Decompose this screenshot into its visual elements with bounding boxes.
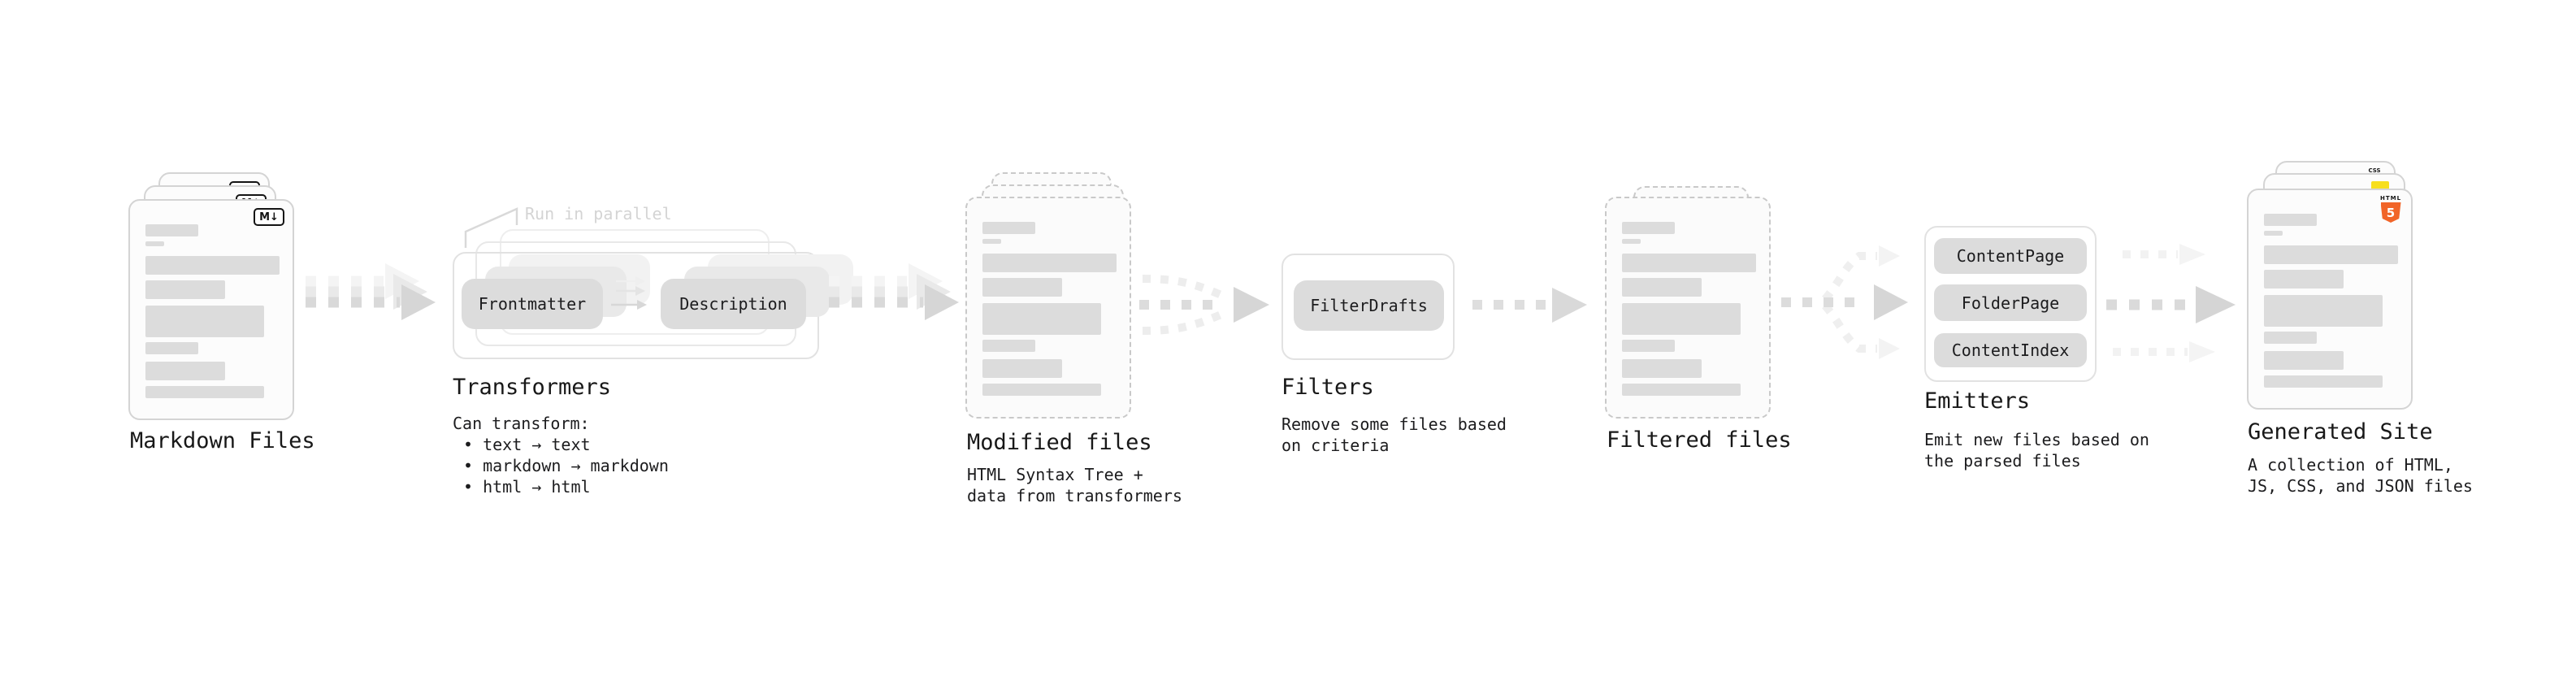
flow-arrow-modified-to-filters <box>1139 275 1269 335</box>
document-placeholder-lines <box>2264 214 2398 388</box>
bullet-item: • markdown → markdown <box>463 456 669 475</box>
doc-placeholder-bar <box>145 362 225 380</box>
css-icon-label: CSS <box>2368 167 2381 174</box>
run-in-parallel-annotation: Run in parallel <box>525 204 672 223</box>
doc-placeholder-bar <box>2264 375 2383 388</box>
flow-arrow-filters-to-filtered <box>1472 288 1587 323</box>
markdown-file-card-front: M↓ <box>128 199 294 420</box>
bullet-item: • html → html <box>463 477 591 497</box>
markdown-files-label: Markdown Files <box>130 428 315 453</box>
doc-placeholder-bar <box>1622 278 1702 297</box>
doc-placeholder-bar <box>2264 214 2317 226</box>
contentpage-pill: ContentPage <box>1934 238 2087 274</box>
html-file-card-front: HTML 5 <box>2247 189 2413 410</box>
doc-placeholder-bar <box>1622 359 1702 378</box>
folderpage-pill: FolderPage <box>1934 284 2087 321</box>
doc-placeholder-bar <box>982 384 1101 396</box>
doc-placeholder-bar <box>145 306 264 337</box>
doc-placeholder-bar <box>1622 384 1741 396</box>
document-placeholder-lines <box>1622 222 1756 396</box>
doc-placeholder-bar <box>1622 222 1675 234</box>
doc-placeholder-bar <box>2264 245 2398 264</box>
emitters-caption: Emit new files based on the parsed files <box>1924 430 2149 471</box>
description-pill: Description <box>661 279 806 329</box>
doc-placeholder-bar <box>2264 351 2344 370</box>
doc-placeholder-bar <box>982 239 1001 244</box>
document-placeholder-lines <box>982 222 1117 396</box>
filterdrafts-pill: FilterDrafts <box>1294 280 1444 331</box>
flow-arrows-emitters-to-generated <box>2106 244 2236 362</box>
doc-placeholder-bar <box>145 256 280 275</box>
doc-placeholder-bar <box>2264 332 2317 344</box>
document-placeholder-lines <box>145 224 280 398</box>
doc-placeholder-bar <box>145 241 164 246</box>
doc-placeholder-bar <box>2264 295 2383 327</box>
transformers-bullet-list: • text → text • markdown → markdown • ht… <box>463 434 669 497</box>
doc-placeholder-bar <box>145 386 264 398</box>
annotation-leader-line <box>464 207 518 248</box>
doc-placeholder-bar <box>982 340 1035 352</box>
emitters-label: Emitters <box>1924 388 2031 414</box>
filters-container <box>1281 254 1455 360</box>
modified-files-caption: HTML Syntax Tree + data from transformer… <box>967 465 1182 505</box>
transformers-caption: Can transform: <box>453 414 590 433</box>
doc-placeholder-bar <box>2264 231 2283 236</box>
doc-placeholder-bar <box>145 224 198 236</box>
doc-placeholder-bar <box>2264 270 2344 288</box>
doc-placeholder-bar <box>1622 303 1741 335</box>
html5-icon: HTML 5 <box>2379 195 2402 223</box>
frontmatter-pill: Frontmatter <box>462 279 603 329</box>
doc-placeholder-bar <box>145 280 225 299</box>
html5-icon-shield: 5 <box>2380 202 2401 223</box>
bullet-item: • text → text <box>463 435 591 454</box>
filtered-files-label: Filtered files <box>1607 427 1792 453</box>
contentindex-pill: ContentIndex <box>1934 333 2087 367</box>
transformers-label: Transformers <box>453 375 612 400</box>
doc-placeholder-bar <box>982 278 1062 297</box>
generated-site-caption: A collection of HTML, JS, CSS, and JSON … <box>2248 455 2473 496</box>
modified-file-card-front <box>965 197 1131 419</box>
html5-icon-label: HTML <box>2379 195 2402 202</box>
doc-placeholder-bar <box>982 359 1062 378</box>
doc-placeholder-bar <box>145 342 198 354</box>
flow-arrow-markdown-to-transformers <box>306 263 436 320</box>
doc-placeholder-bar <box>982 303 1101 335</box>
generated-site-label: Generated Site <box>2248 419 2433 445</box>
doc-placeholder-bar <box>1622 239 1641 244</box>
modified-files-label: Modified files <box>967 430 1152 455</box>
doc-placeholder-bar <box>982 254 1117 272</box>
doc-placeholder-bar <box>1622 340 1675 352</box>
flow-arrow-transformers-to-modified <box>829 263 959 320</box>
markdown-icon: M↓ <box>254 208 284 226</box>
doc-placeholder-bar <box>982 222 1035 234</box>
flow-arrow-filtered-to-emitters <box>1781 245 1908 359</box>
filters-label: Filters <box>1281 375 1374 400</box>
filters-caption: Remove some files based on criteria <box>1281 414 1507 455</box>
filtered-file-card-front <box>1605 197 1771 419</box>
doc-placeholder-bar <box>1622 254 1756 272</box>
transform-step-arrows <box>611 276 647 310</box>
emitters-container <box>1924 226 2097 382</box>
